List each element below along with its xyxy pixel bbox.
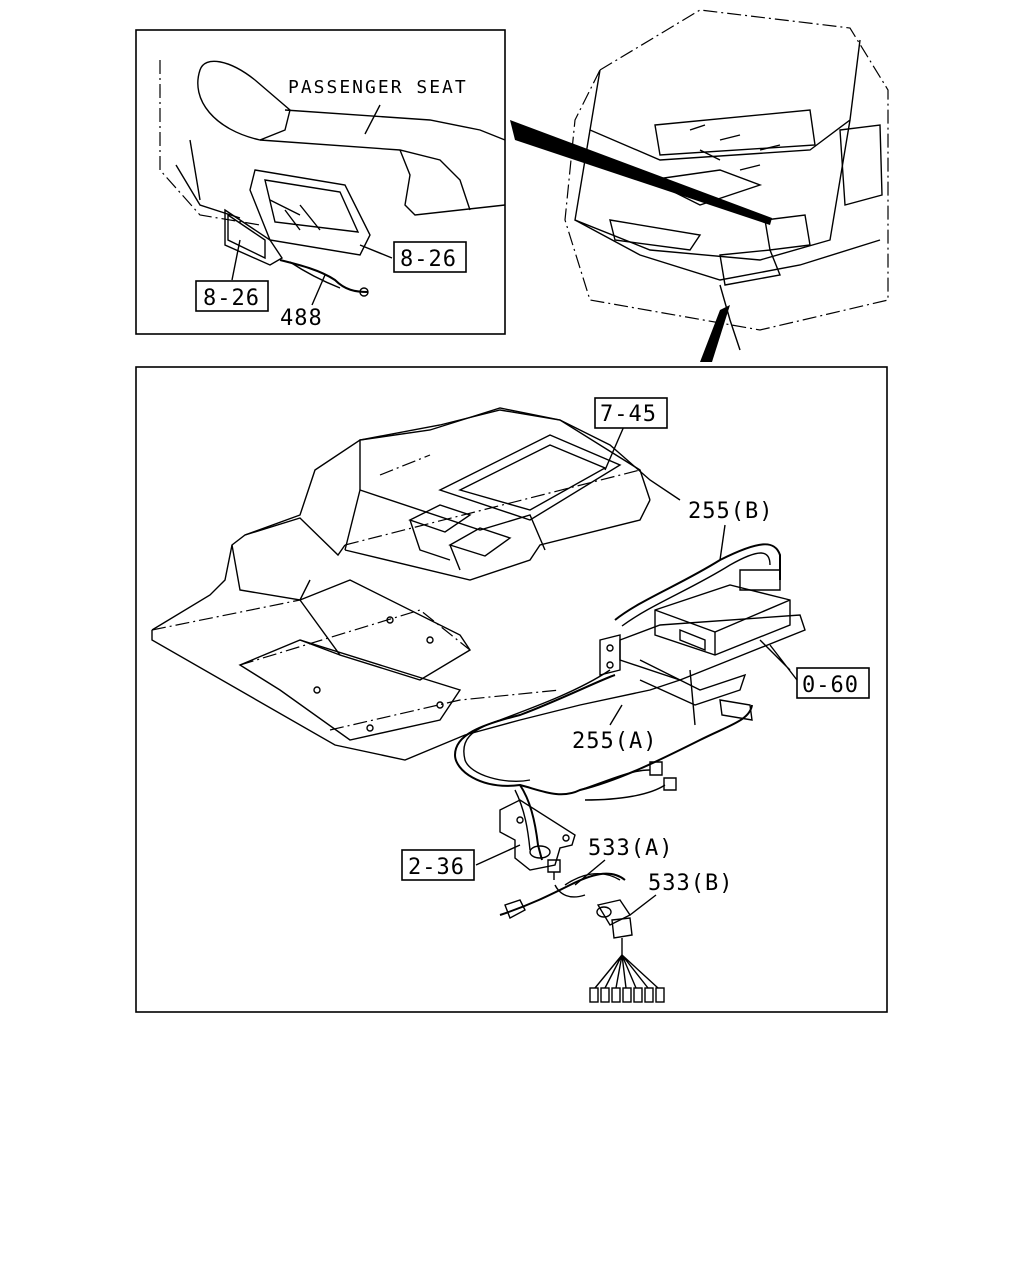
main-frame <box>135 366 888 1013</box>
part-488-label: 488 <box>280 306 323 331</box>
seat-bracket-assembly <box>224 169 371 297</box>
passenger-seat-label: PASSENGER SEAT <box>288 77 468 98</box>
cab-overview <box>510 9 889 362</box>
sensor-harness-533 <box>499 872 665 1003</box>
ref-8-26-upper: 8-26 <box>400 247 457 272</box>
ref-2-36: 2-36 <box>408 855 465 880</box>
ref-box-2-36 <box>401 849 475 881</box>
ref-box-lower <box>195 280 269 312</box>
part-255b-label: 255(B) <box>688 499 773 524</box>
ref-8-26-lower: 8-26 <box>203 286 260 311</box>
wiring-harness-255 <box>453 543 781 861</box>
ref-7-45: 7-45 <box>600 402 657 427</box>
ref-box-7-45 <box>594 397 668 429</box>
ref-0-60: 0-60 <box>802 673 859 698</box>
passenger-seat <box>159 60 506 226</box>
mount-bracket-2-36 <box>499 799 576 880</box>
ref-box-0-60 <box>796 667 870 699</box>
control-unit-assembly <box>599 584 806 726</box>
ref-box-upper <box>393 241 467 273</box>
part-533a-label: 533(A) <box>588 836 673 861</box>
part-255a-label: 255(A) <box>572 729 657 754</box>
inset-frame <box>135 29 506 335</box>
part-533b-label: 533(B) <box>648 871 733 896</box>
